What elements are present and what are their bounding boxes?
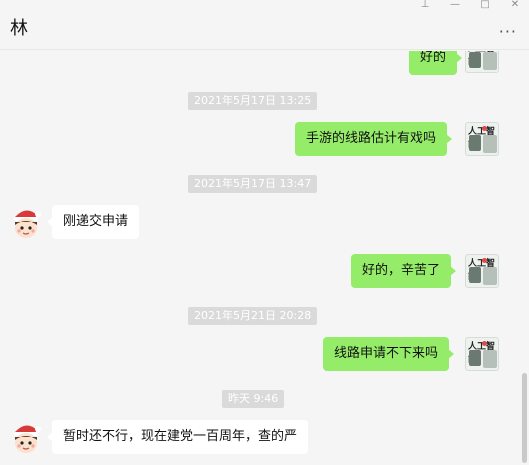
avatar-figure [483,350,497,368]
more-options-icon[interactable]: ··· [498,22,517,41]
timestamp: 2021年5月17日 13:47 [188,175,318,193]
avatar-figure [483,52,497,70]
message-bubble-mine[interactable]: 手游的线路估计有戏吗 [295,122,453,156]
avatar-dot [482,126,487,131]
close-icon[interactable]: ✕ [510,0,520,10]
message-bubble-theirs[interactable]: 暂时还不行，现在建党一百周年，查的严 [46,420,309,454]
avatar-dot [482,341,487,346]
maximize-icon[interactable]: □ [480,0,490,10]
my-avatar[interactable]: 人工智能 [465,337,499,371]
avatar-figure [483,135,497,153]
message-bubble-mine[interactable]: 好的，辛苦了 [351,254,457,288]
my-avatar[interactable]: 人工智能 [465,122,499,156]
message-bubble-mine[interactable]: 好的 [409,51,463,75]
timestamp: 2021年5月17日 13:25 [188,92,318,110]
chat-header: 林 ⊥ — □ ✕ ··· [0,0,529,50]
avatar-figure [469,350,481,366]
chat-title: 林 [10,18,28,39]
contact-avatar[interactable] [9,205,43,239]
window-controls: ⊥ — □ ✕ [419,0,521,10]
chat-messages[interactable]: 好的 人工智能 2021年5月17日 13:25 手游的线路估计有戏吗 人工智能… [0,51,529,465]
message-bubble-mine[interactable]: 线路申请不下来吗 [323,337,455,371]
avatar-figure [483,267,497,285]
pin-icon[interactable]: ⊥ [420,0,430,10]
timestamp: 昨天 9:46 [222,390,285,408]
chat-scrollbar[interactable] [522,373,527,463]
avatar-figure [469,135,481,151]
santa-avatar-icon [9,420,43,454]
timestamp: 2021年5月21日 20:28 [188,307,318,325]
santa-avatar-icon [9,205,43,239]
minimize-icon[interactable]: — [450,0,460,10]
avatar-figure [469,267,481,283]
avatar-dot [482,258,487,263]
contact-avatar[interactable] [9,420,43,454]
my-avatar[interactable]: 人工智能 [465,254,499,288]
my-avatar[interactable]: 人工智能 [465,51,499,73]
message-bubble-theirs[interactable]: 刚递交申请 [46,205,140,239]
avatar-figure [469,52,481,68]
